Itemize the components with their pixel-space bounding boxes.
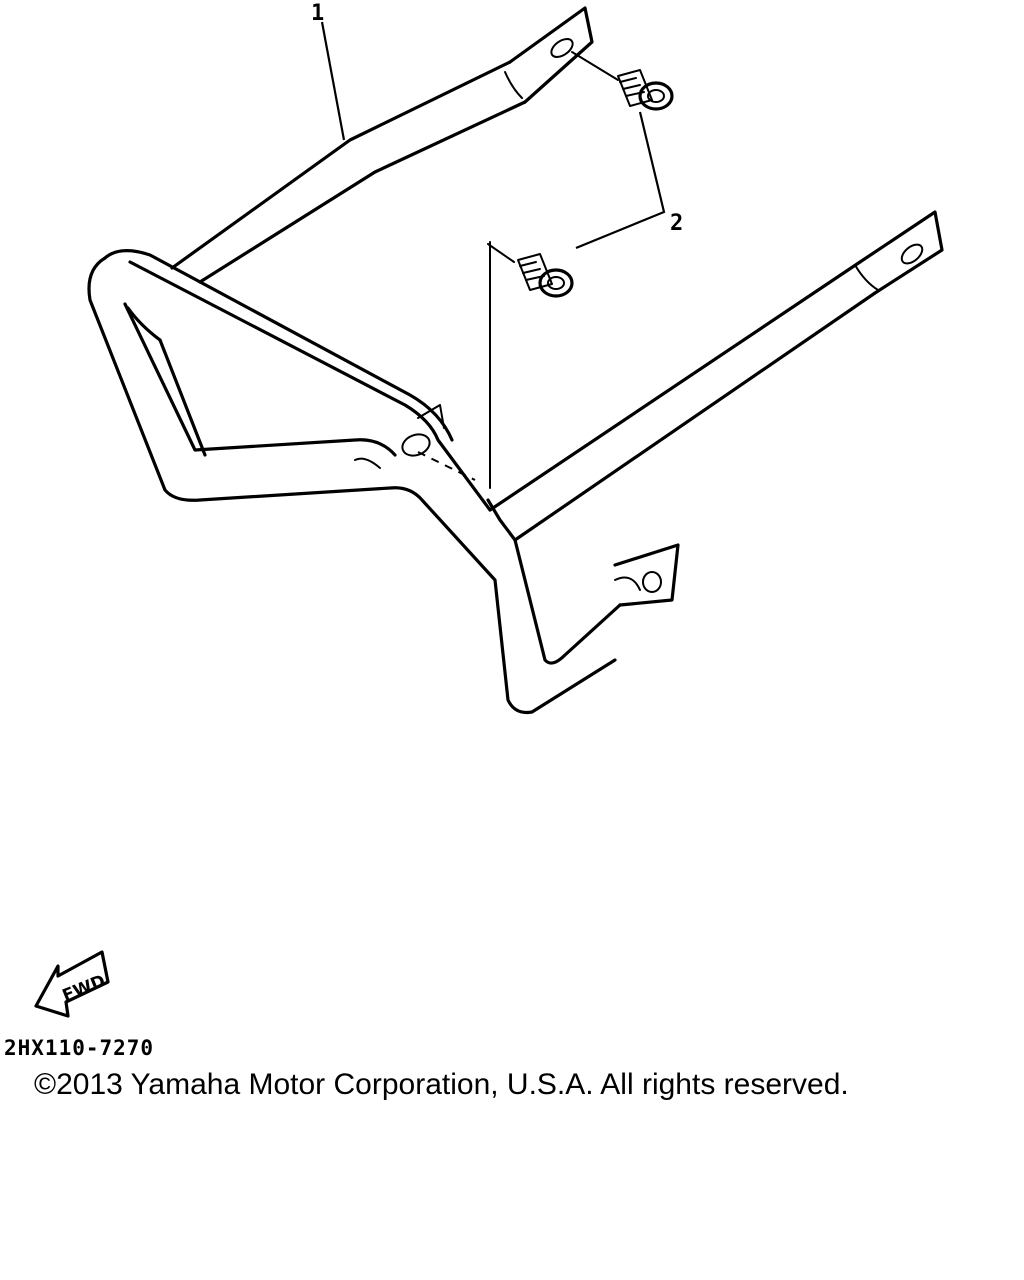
bumper-guard-part xyxy=(87,6,944,715)
alignment-line-upper xyxy=(571,51,619,81)
bolt-upper xyxy=(617,69,674,111)
leader-line-1 xyxy=(320,21,346,141)
diagram-code: 2HX110-7270 xyxy=(4,1036,155,1060)
alignment-line-lower-tick xyxy=(487,243,515,263)
copyright-notice: ©2013 Yamaha Motor Corporation, U.S.A. A… xyxy=(34,1068,849,1101)
forward-label: FWD xyxy=(60,971,109,1006)
leader-line-2 xyxy=(575,111,666,250)
bolt-lower xyxy=(517,253,574,298)
forward-arrow-icon: FWD xyxy=(34,950,110,1018)
callout-2: 2 xyxy=(670,211,683,236)
callout-1: 1 xyxy=(311,1,324,26)
